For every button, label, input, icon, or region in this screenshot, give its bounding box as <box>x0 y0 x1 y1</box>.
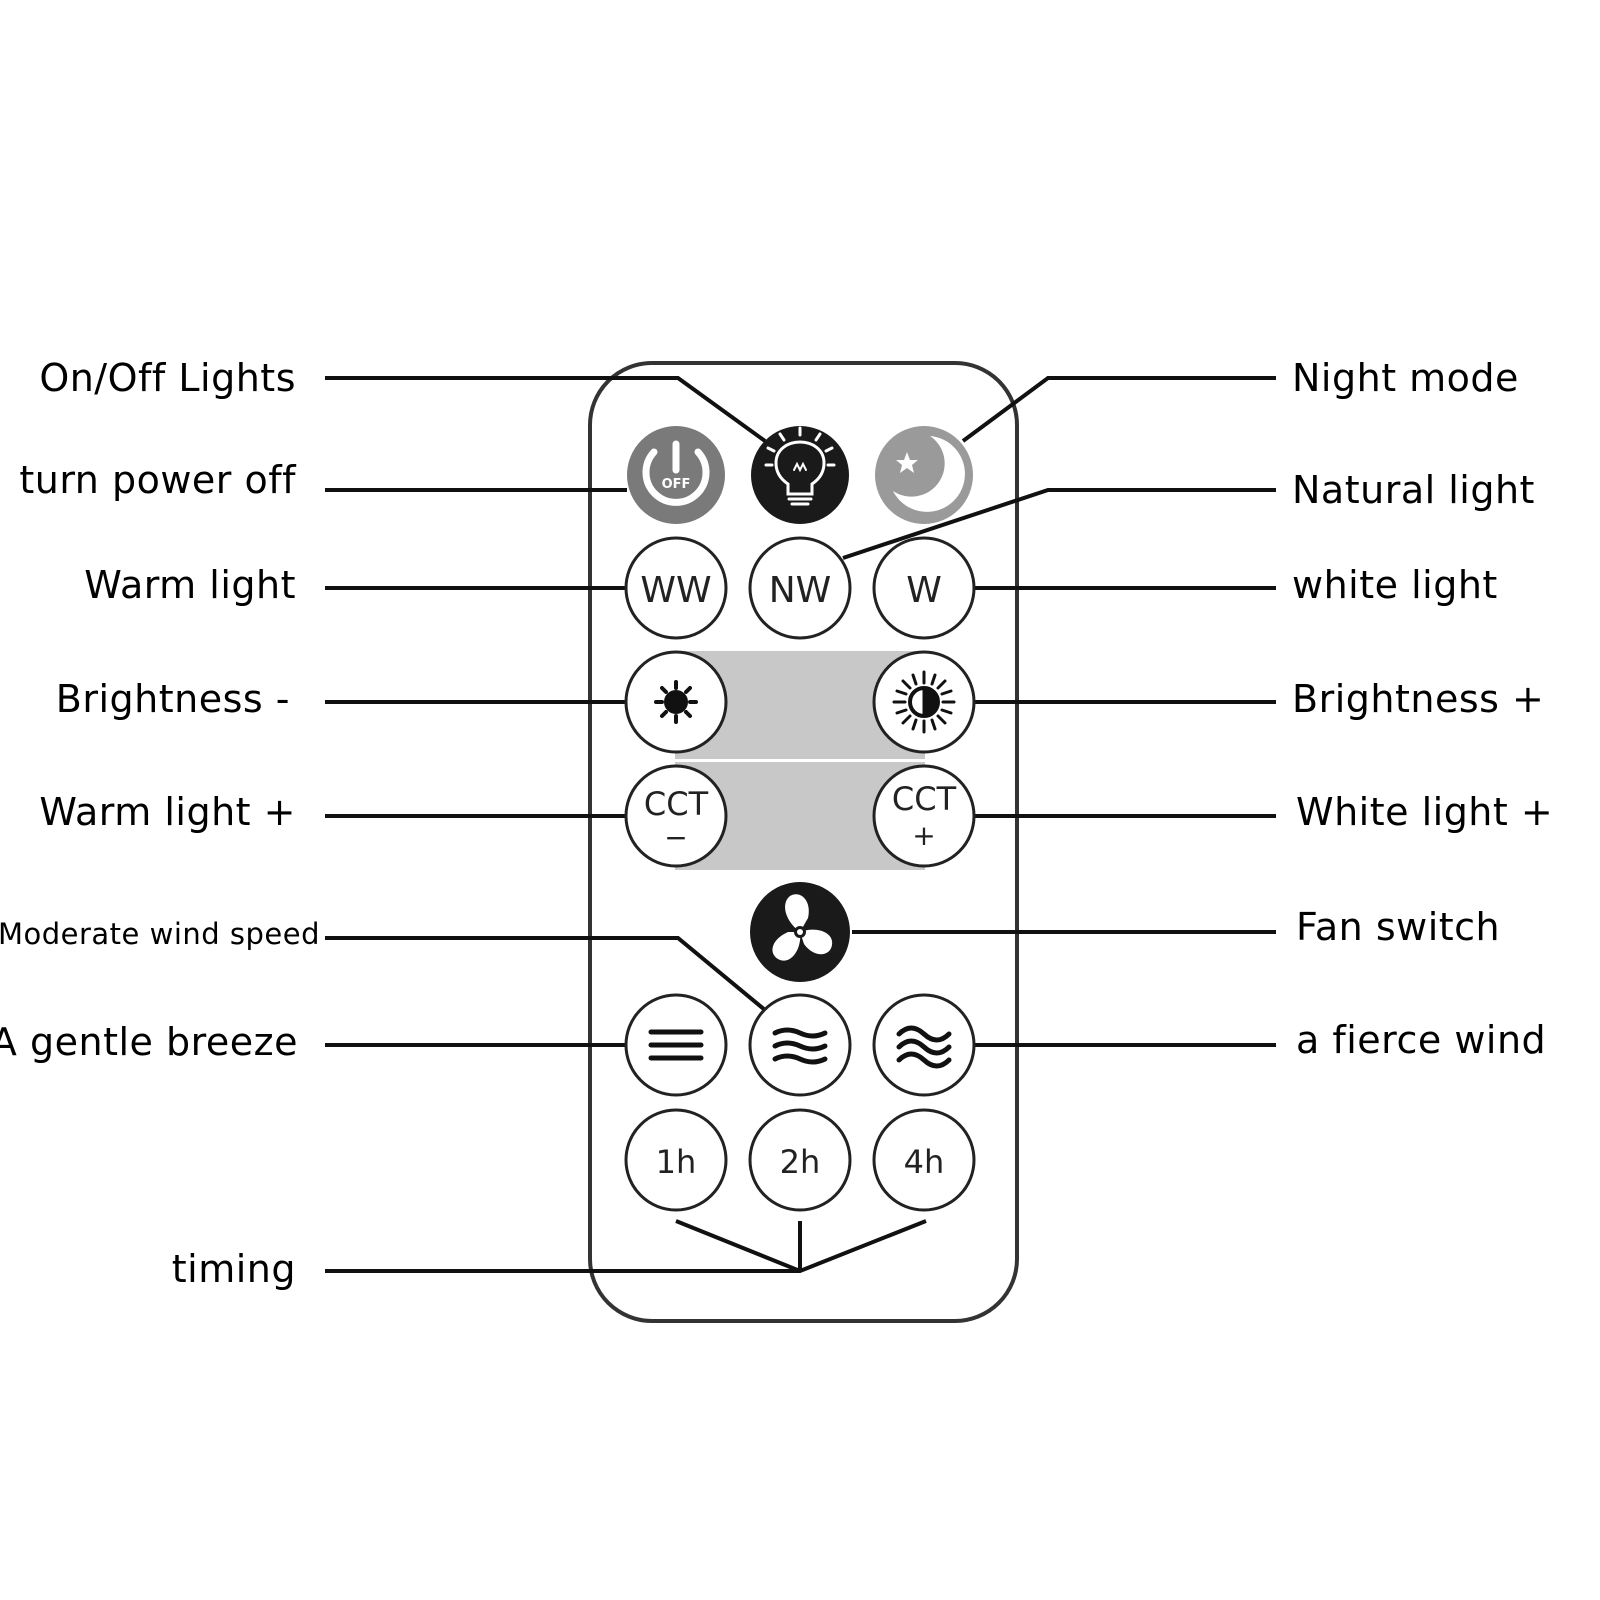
bulb-icon <box>764 426 836 506</box>
fierce-wind-button[interactable] <box>872 993 976 1097</box>
moderate-wind-button[interactable] <box>748 993 852 1097</box>
sun-dim-icon <box>654 680 698 724</box>
night-mode-button[interactable] <box>875 426 973 524</box>
label-moderate-wind-speed: Moderate wind speed <box>0 917 320 951</box>
brightness-minus-button[interactable] <box>624 650 728 754</box>
nw-text: NW <box>769 570 832 611</box>
leader-moderate-wind <box>325 936 767 1012</box>
fan-switch-button[interactable] <box>750 882 850 982</box>
label-brightness-minus: Brightness - <box>55 677 290 721</box>
label-brightness-plus: Brightness + <box>1292 677 1545 721</box>
timer-2h-text: 2h <box>780 1143 821 1181</box>
w-text: W <box>906 570 942 611</box>
fan-icon <box>772 894 833 961</box>
label-white-light: white light <box>1292 563 1498 607</box>
bulb-button[interactable] <box>751 426 849 524</box>
gentle-breeze-button[interactable] <box>624 993 728 1097</box>
w-button[interactable]: W <box>872 536 976 640</box>
power-button[interactable]: OFF <box>627 426 725 524</box>
wind-low-icon <box>648 1029 704 1061</box>
leader-lines <box>325 376 1276 1274</box>
brightness-plus-button[interactable] <box>872 650 976 754</box>
label-turn-power-off: turn power off <box>19 458 296 502</box>
label-on-off-lights: On/Off Lights <box>39 356 296 400</box>
wind-high-icon <box>896 1025 952 1069</box>
timer-4h-button[interactable]: 4h <box>872 1108 976 1212</box>
off-text: OFF <box>662 477 691 492</box>
ww-text: WW <box>640 570 711 611</box>
cct-plus-label: CCT <box>892 780 957 818</box>
leader-natural-light <box>842 488 1276 560</box>
wind-mid-icon <box>772 1027 828 1065</box>
leader-on-off-lights <box>325 376 767 443</box>
label-fan-switch: Fan switch <box>1296 905 1501 949</box>
cct-plus-sign: + <box>912 819 935 852</box>
label-warm-light-plus: Warm light + <box>39 790 296 834</box>
cct-plus-button[interactable]: CCT + <box>872 764 976 868</box>
label-natural-light: Natural light <box>1292 468 1535 512</box>
timer-4h-text: 4h <box>904 1143 945 1181</box>
timer-1h-button[interactable]: 1h <box>624 1108 728 1212</box>
label-timing: timing <box>171 1247 296 1291</box>
moon-star-icon <box>893 436 965 512</box>
label-warm-light: Warm light <box>84 563 296 607</box>
sun-bright-icon <box>892 670 956 734</box>
leader-night-mode <box>961 376 1276 443</box>
label-night-mode: Night mode <box>1292 356 1519 400</box>
label-white-light-plus: White light + <box>1296 790 1554 834</box>
power-icon <box>642 440 710 506</box>
nw-button[interactable]: NW <box>748 536 852 640</box>
cct-minus-button[interactable]: CCT − <box>624 764 728 868</box>
cct-minus-sign: − <box>664 821 687 854</box>
timer-2h-button[interactable]: 2h <box>748 1108 852 1212</box>
ww-button[interactable]: WW <box>624 536 728 640</box>
label-gentle-breeze: A gentle breeze <box>0 1020 298 1064</box>
label-fierce-wind: a fierce wind <box>1296 1018 1547 1062</box>
timer-1h-text: 1h <box>656 1143 697 1181</box>
cct-minus-label: CCT <box>644 785 709 823</box>
